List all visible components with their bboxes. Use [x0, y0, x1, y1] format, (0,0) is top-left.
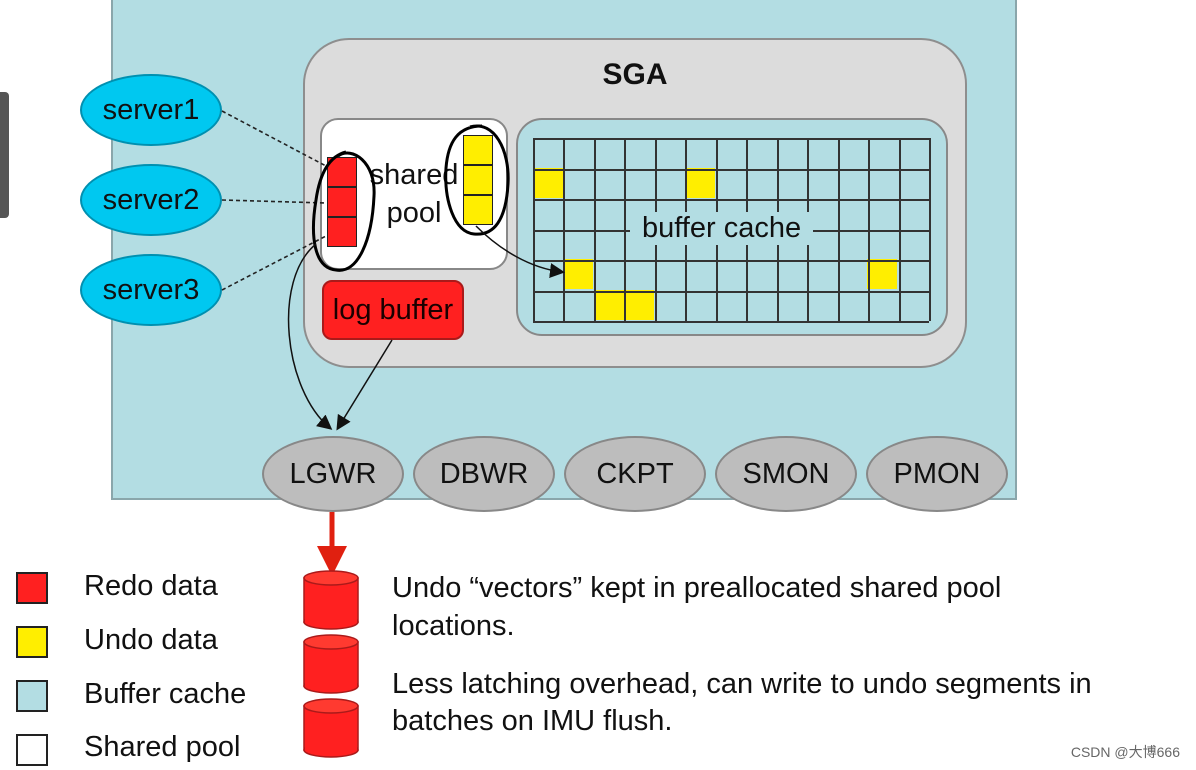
grid-line-vertical [624, 138, 626, 321]
undo-block [533, 168, 563, 198]
note-latching-line1: Less latching overhead, can write to und… [392, 668, 1092, 700]
server2-node: server2 [80, 164, 222, 236]
redo-cell [327, 157, 357, 187]
legend-swatch-redo [16, 572, 48, 604]
process-pmon: PMON [866, 436, 1008, 512]
process-ckpt: CKPT [564, 436, 706, 512]
redo-log-cylinder [303, 570, 359, 630]
undo-block [594, 290, 624, 320]
server3-link [221, 235, 327, 291]
grid-line-vertical [594, 138, 596, 321]
note-undo-vectors-line1: Undo “vectors” kept in preallocated shar… [392, 572, 1002, 604]
undo-hand-circle [444, 124, 510, 236]
grid-line-horizontal [533, 260, 929, 262]
log-buffer: log buffer [322, 280, 464, 340]
process-smon: SMON [715, 436, 857, 512]
shared-pool-label-line2: pool [386, 197, 442, 229]
redo-cell [327, 217, 357, 247]
note-undo-vectors-line2: locations. [392, 610, 515, 642]
server2-link [221, 199, 327, 204]
redo-log-cylinder [303, 698, 359, 758]
redo-to-lgwr-arrow [287, 243, 333, 430]
undo-cell [463, 195, 493, 225]
legend-label-undo: Undo data [84, 624, 218, 656]
shared-pool-label-line1: shared [369, 159, 459, 191]
redo-hand-circle [312, 150, 376, 272]
server1-node: server1 [80, 74, 222, 146]
server1-link [221, 110, 327, 167]
sga-title: SGA [602, 58, 668, 91]
undo-cell [463, 165, 493, 195]
server3-node: server3 [80, 254, 222, 326]
grid-line-vertical [838, 138, 840, 321]
grid-line-vertical [533, 138, 535, 321]
redo-cell [327, 187, 357, 217]
grid-line-horizontal [533, 138, 929, 140]
undo-block [563, 259, 593, 289]
legend-label-shared-pool: Shared pool [84, 731, 241, 763]
grid-line-vertical [868, 138, 870, 321]
process-lgwr: LGWR [262, 436, 404, 512]
legend-swatch-undo [16, 626, 48, 658]
undo-to-buffer-arrow [475, 225, 565, 278]
logbuffer-to-lgwr-arrow [336, 339, 393, 431]
buffer-cache-label: buffer cache [630, 212, 814, 245]
legend-label-redo: Redo data [84, 570, 218, 602]
window-edge-bar [0, 92, 9, 218]
legend-label-buffer-cache: Buffer cache [84, 678, 247, 710]
undo-block [685, 168, 715, 198]
grid-line-horizontal [533, 321, 929, 323]
redo-log-cylinder [303, 634, 359, 694]
grid-line-vertical [929, 138, 931, 321]
undo-block [624, 290, 654, 320]
legend-swatch-shared-pool [16, 734, 48, 766]
note-latching-line2: batches on IMU flush. [392, 705, 673, 737]
grid-line-vertical [563, 138, 565, 321]
undo-block [867, 259, 897, 289]
process-dbwr: DBWR [413, 436, 555, 512]
undo-cell [463, 135, 493, 165]
grid-line-horizontal [533, 291, 929, 293]
grid-line-horizontal [533, 199, 929, 201]
grid-line-horizontal [533, 169, 929, 171]
watermark: CSDN @大博666 [1070, 744, 1180, 760]
redo-log-files [303, 570, 359, 758]
grid-line-vertical [899, 138, 901, 321]
legend-swatch-buffer-cache [16, 680, 48, 712]
